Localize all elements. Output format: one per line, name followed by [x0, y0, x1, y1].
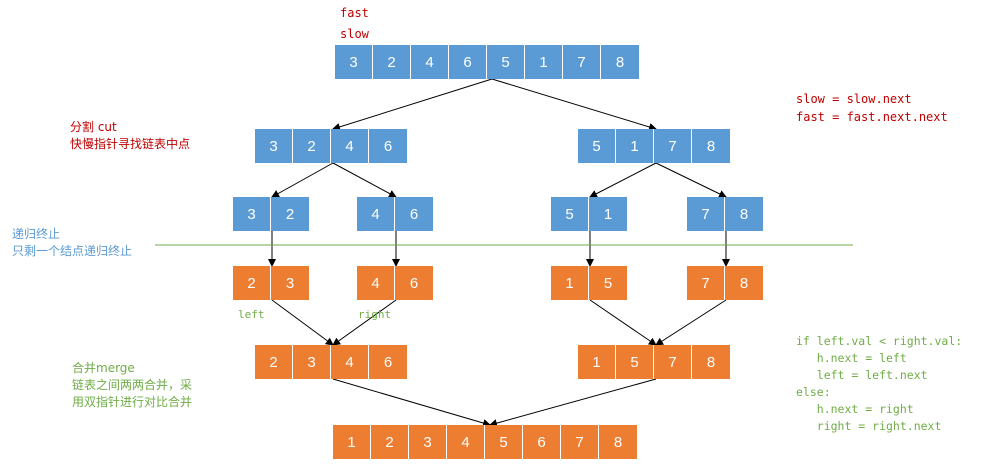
merge-code-line-4: else:: [796, 385, 831, 399]
node-result-5: 6: [523, 425, 561, 459]
node-sorted-b-1: 6: [395, 266, 433, 300]
node-leaf-c-1: 1: [589, 197, 627, 231]
arrow-left-to-a: [271, 162, 334, 198]
left-label: left: [238, 308, 265, 321]
node-split-left-0: 3: [255, 129, 293, 163]
node-sorted-a-0: 2: [233, 266, 271, 300]
node-split-left-2: 4: [331, 129, 369, 163]
node-sorted-b-0: 4: [357, 266, 395, 300]
node-result-7: 8: [599, 425, 637, 459]
merge-code-line-3: left = left.next: [796, 368, 928, 382]
node-root-5: 1: [525, 45, 563, 79]
merge-code-line-6: right = right.next: [796, 419, 942, 433]
node-leaf-a-0: 3: [233, 197, 271, 231]
node-split-right-2: 7: [654, 129, 692, 163]
node-leaf-a-1: 2: [271, 197, 309, 231]
node-sorted-d-1: 8: [725, 266, 763, 300]
arrow-left-to-b: [332, 162, 397, 198]
node-merged-right-3: 8: [692, 345, 730, 379]
node-root-6: 7: [563, 45, 601, 79]
arrow-root-to-right: [491, 78, 657, 131]
node-root-3: 6: [449, 45, 487, 79]
arrow-right-to-d: [655, 162, 727, 198]
node-merged-left-2: 4: [331, 345, 369, 379]
node-merged-left-3: 6: [369, 345, 407, 379]
node-split-right-1: 1: [616, 129, 654, 163]
merge-code-line-2: h.next = left: [796, 351, 907, 365]
node-root-7: 8: [601, 45, 639, 79]
node-leaf-d-0: 7: [687, 197, 725, 231]
node-sorted-d-0: 7: [687, 266, 725, 300]
node-result-2: 3: [409, 425, 447, 459]
node-sorted-c-1: 5: [589, 266, 627, 300]
node-merged-right-0: 1: [578, 345, 616, 379]
node-split-right-3: 8: [692, 129, 730, 163]
right-label: right: [358, 308, 392, 321]
node-leaf-d-1: 8: [725, 197, 763, 231]
merge-code-line-5: h.next = right: [796, 402, 914, 416]
arrow-b-to-merge: [332, 299, 397, 346]
node-leaf-b-1: 6: [395, 197, 433, 231]
node-split-left-1: 2: [293, 129, 331, 163]
node-leaf-b-0: 4: [357, 197, 395, 231]
arrow-left-to-result: [332, 378, 491, 427]
cut-heading: 分割 cut: [70, 120, 117, 134]
fast-pointer-label: fast: [340, 6, 369, 20]
node-merged-left-0: 2: [255, 345, 293, 379]
node-result-4: 5: [485, 425, 523, 459]
node-root-2: 4: [411, 45, 449, 79]
node-result-3: 4: [447, 425, 485, 459]
node-merged-right-1: 5: [616, 345, 654, 379]
node-result-6: 7: [561, 425, 599, 459]
slow-step-code: slow = slow.next: [796, 92, 912, 106]
merge-code-line-1: if left.val < right.val:: [796, 334, 963, 348]
recursion-stop-heading: 递归终止: [12, 227, 61, 241]
node-merged-right-2: 7: [654, 345, 692, 379]
arrow-d-to-merge: [655, 299, 727, 346]
node-result-1: 2: [371, 425, 409, 459]
arrow-a-to-merge: [271, 299, 334, 346]
cut-description: 快慢指针寻找链表中点: [70, 137, 191, 151]
node-split-right-0: 5: [578, 129, 616, 163]
node-result-0: 1: [333, 425, 371, 459]
slow-pointer-label: slow: [340, 27, 369, 41]
merge-heading: 合并merge: [72, 361, 135, 375]
node-split-left-3: 6: [369, 129, 407, 163]
recursion-stop-description: 只剩一个结点递归终止: [12, 244, 133, 258]
merge-description-2: 用双指针进行对比合并: [72, 395, 193, 409]
node-root-4: 5: [487, 45, 525, 79]
merge-description-1: 链表之间两两合并，采: [72, 378, 193, 392]
node-root-0: 3: [335, 45, 373, 79]
node-leaf-c-0: 5: [551, 197, 589, 231]
arrow-right-to-result: [489, 378, 657, 427]
node-root-1: 2: [373, 45, 411, 79]
node-sorted-c-0: 1: [551, 266, 589, 300]
arrow-c-to-merge: [589, 299, 657, 346]
node-sorted-a-1: 3: [271, 266, 309, 300]
node-merged-left-1: 3: [293, 345, 331, 379]
arrow-right-to-c: [589, 162, 657, 198]
fast-step-code: fast = fast.next.next: [796, 110, 948, 124]
arrow-root-to-left: [332, 78, 493, 131]
